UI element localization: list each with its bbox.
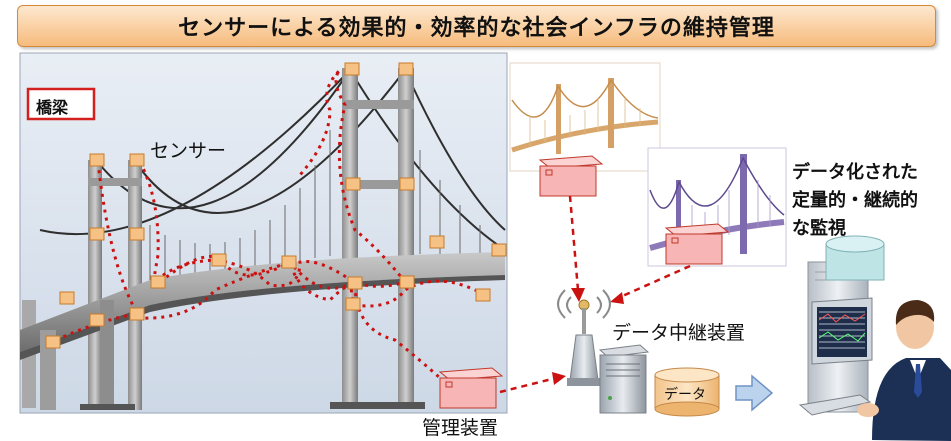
bridge-photo bbox=[19, 52, 508, 414]
relay-label: データ中継装置 bbox=[612, 322, 746, 344]
bridge-thumbnail-1 bbox=[509, 62, 661, 172]
monitor-label-line-3: な監視 bbox=[792, 218, 846, 239]
sensor-label: センサー bbox=[150, 140, 227, 162]
bridge-tag: 橋梁 bbox=[36, 98, 69, 117]
database-icon bbox=[654, 367, 720, 417]
management-device-main bbox=[438, 367, 504, 409]
manager-label: 管理装置 bbox=[422, 417, 499, 439]
banner-title: センサーによる効果的・効率的な社会インフラの維持管理 bbox=[178, 16, 775, 41]
management-device-1 bbox=[538, 155, 604, 197]
sensor-icons bbox=[45, 62, 507, 349]
data-flow-arrows bbox=[499, 195, 691, 394]
monitor-label-line-1: データ化された bbox=[792, 162, 918, 183]
title-banner: センサーによる効果的・効率的な社会インフラの維持管理 bbox=[17, 5, 936, 47]
operator-icon bbox=[857, 300, 951, 441]
database-label: データ bbox=[664, 387, 706, 403]
arrowheads bbox=[552, 288, 624, 385]
monitor-label-line-2: 定量的・継続的 bbox=[792, 190, 918, 211]
server-icon bbox=[598, 344, 650, 414]
relay-antenna-icon bbox=[557, 289, 611, 386]
flow-arrow-icon bbox=[735, 374, 774, 412]
workstation-icon bbox=[798, 235, 885, 416]
management-device-2 bbox=[664, 223, 730, 265]
